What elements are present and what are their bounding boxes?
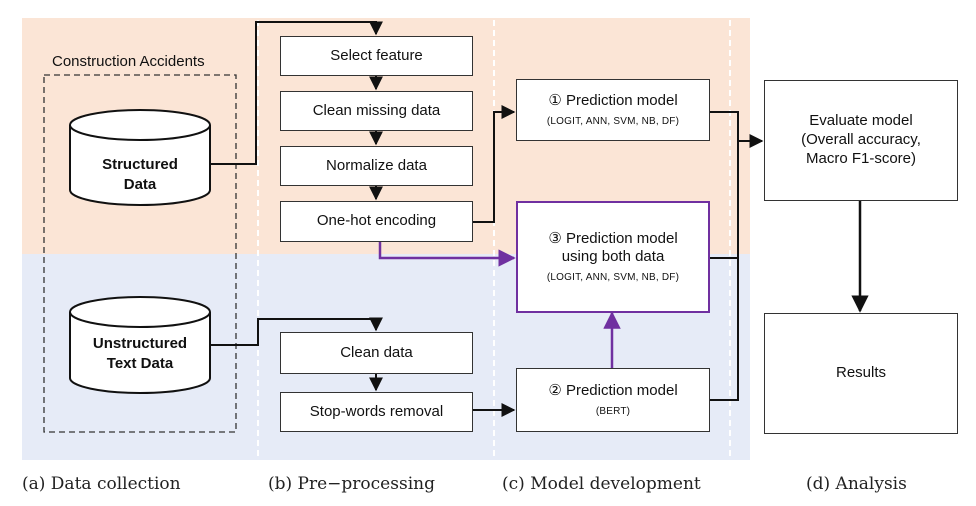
stage-label-pre-processing: (b) Pre−processing bbox=[268, 474, 435, 494]
stage-label-data-collection: (a) Data collection bbox=[22, 474, 181, 494]
structured-data-label-line2: Data bbox=[123, 175, 157, 193]
evaluate-model-box: Evaluate model (Overall accuracy, Macro … bbox=[764, 80, 958, 201]
structured-data-label-line1: Structured bbox=[102, 156, 178, 173]
evaluate-model-line2: (Overall accuracy, bbox=[801, 131, 921, 149]
clean-missing-data-box: Clean missing data bbox=[280, 91, 473, 131]
prediction-model-3-title-line1: ③ Prediction model bbox=[548, 229, 678, 247]
arrow-onehot-to-model3 bbox=[378, 242, 516, 267]
arrow-onehot-to-model1 bbox=[473, 105, 516, 223]
one-hot-encoding-box: One-hot encoding bbox=[280, 201, 473, 242]
unstructured-data-label-line1: Unstructured bbox=[92, 335, 188, 352]
line-model3-to-merge bbox=[710, 141, 739, 259]
prediction-model-3-title-line2: using both data bbox=[561, 248, 665, 266]
stage-label-model-development: (c) Model development bbox=[502, 474, 701, 494]
structured-data-cylinder bbox=[69, 109, 211, 206]
arrow-structured-to-select bbox=[210, 21, 383, 165]
unstructured-data-label: Unstructured Text Data bbox=[70, 334, 210, 373]
prediction-model-2-methods: (BERT) bbox=[595, 405, 631, 417]
normalize-data-box: Normalize data bbox=[280, 146, 473, 186]
results-box: Results bbox=[764, 313, 958, 434]
evaluate-model-line1: Evaluate model bbox=[809, 112, 913, 130]
line-model2-to-merge bbox=[710, 141, 739, 401]
prediction-model-1-box: ① Prediction model (LOGIT, ANN, SVM, NB,… bbox=[516, 79, 710, 141]
line-model1-to-merge bbox=[710, 111, 739, 141]
prediction-model-3-box: ③ Prediction model using both data (LOGI… bbox=[516, 201, 710, 313]
unstructured-data-label-line2: Text Data bbox=[106, 354, 174, 372]
clean-data-box: Clean data bbox=[280, 332, 473, 374]
prediction-model-3-methods: (LOGIT, ANN, SVM, NB, DF) bbox=[546, 272, 680, 283]
prediction-model-1-methods: (LOGIT, ANN, SVM, NB, DF) bbox=[546, 115, 680, 127]
construction-accidents-title: Construction Accidents bbox=[52, 53, 205, 70]
structured-data-label: Structured Data bbox=[70, 155, 210, 194]
arrow-unstructured-to-clean bbox=[210, 317, 383, 346]
select-feature-box: Select feature bbox=[280, 36, 473, 76]
unstructured-data-cylinder bbox=[69, 296, 211, 394]
stage-label-analysis: (d) Analysis bbox=[806, 474, 907, 494]
construction-accidents-group bbox=[43, 74, 237, 433]
evaluate-model-line3: Macro F1-score) bbox=[805, 149, 917, 167]
prediction-model-2-box: ② Prediction model (BERT) bbox=[516, 368, 710, 432]
prediction-model-2-title: ② Prediction model bbox=[548, 381, 678, 399]
stop-words-removal-box: Stop-words removal bbox=[280, 392, 473, 432]
prediction-model-1-title: ① Prediction model bbox=[548, 91, 678, 109]
